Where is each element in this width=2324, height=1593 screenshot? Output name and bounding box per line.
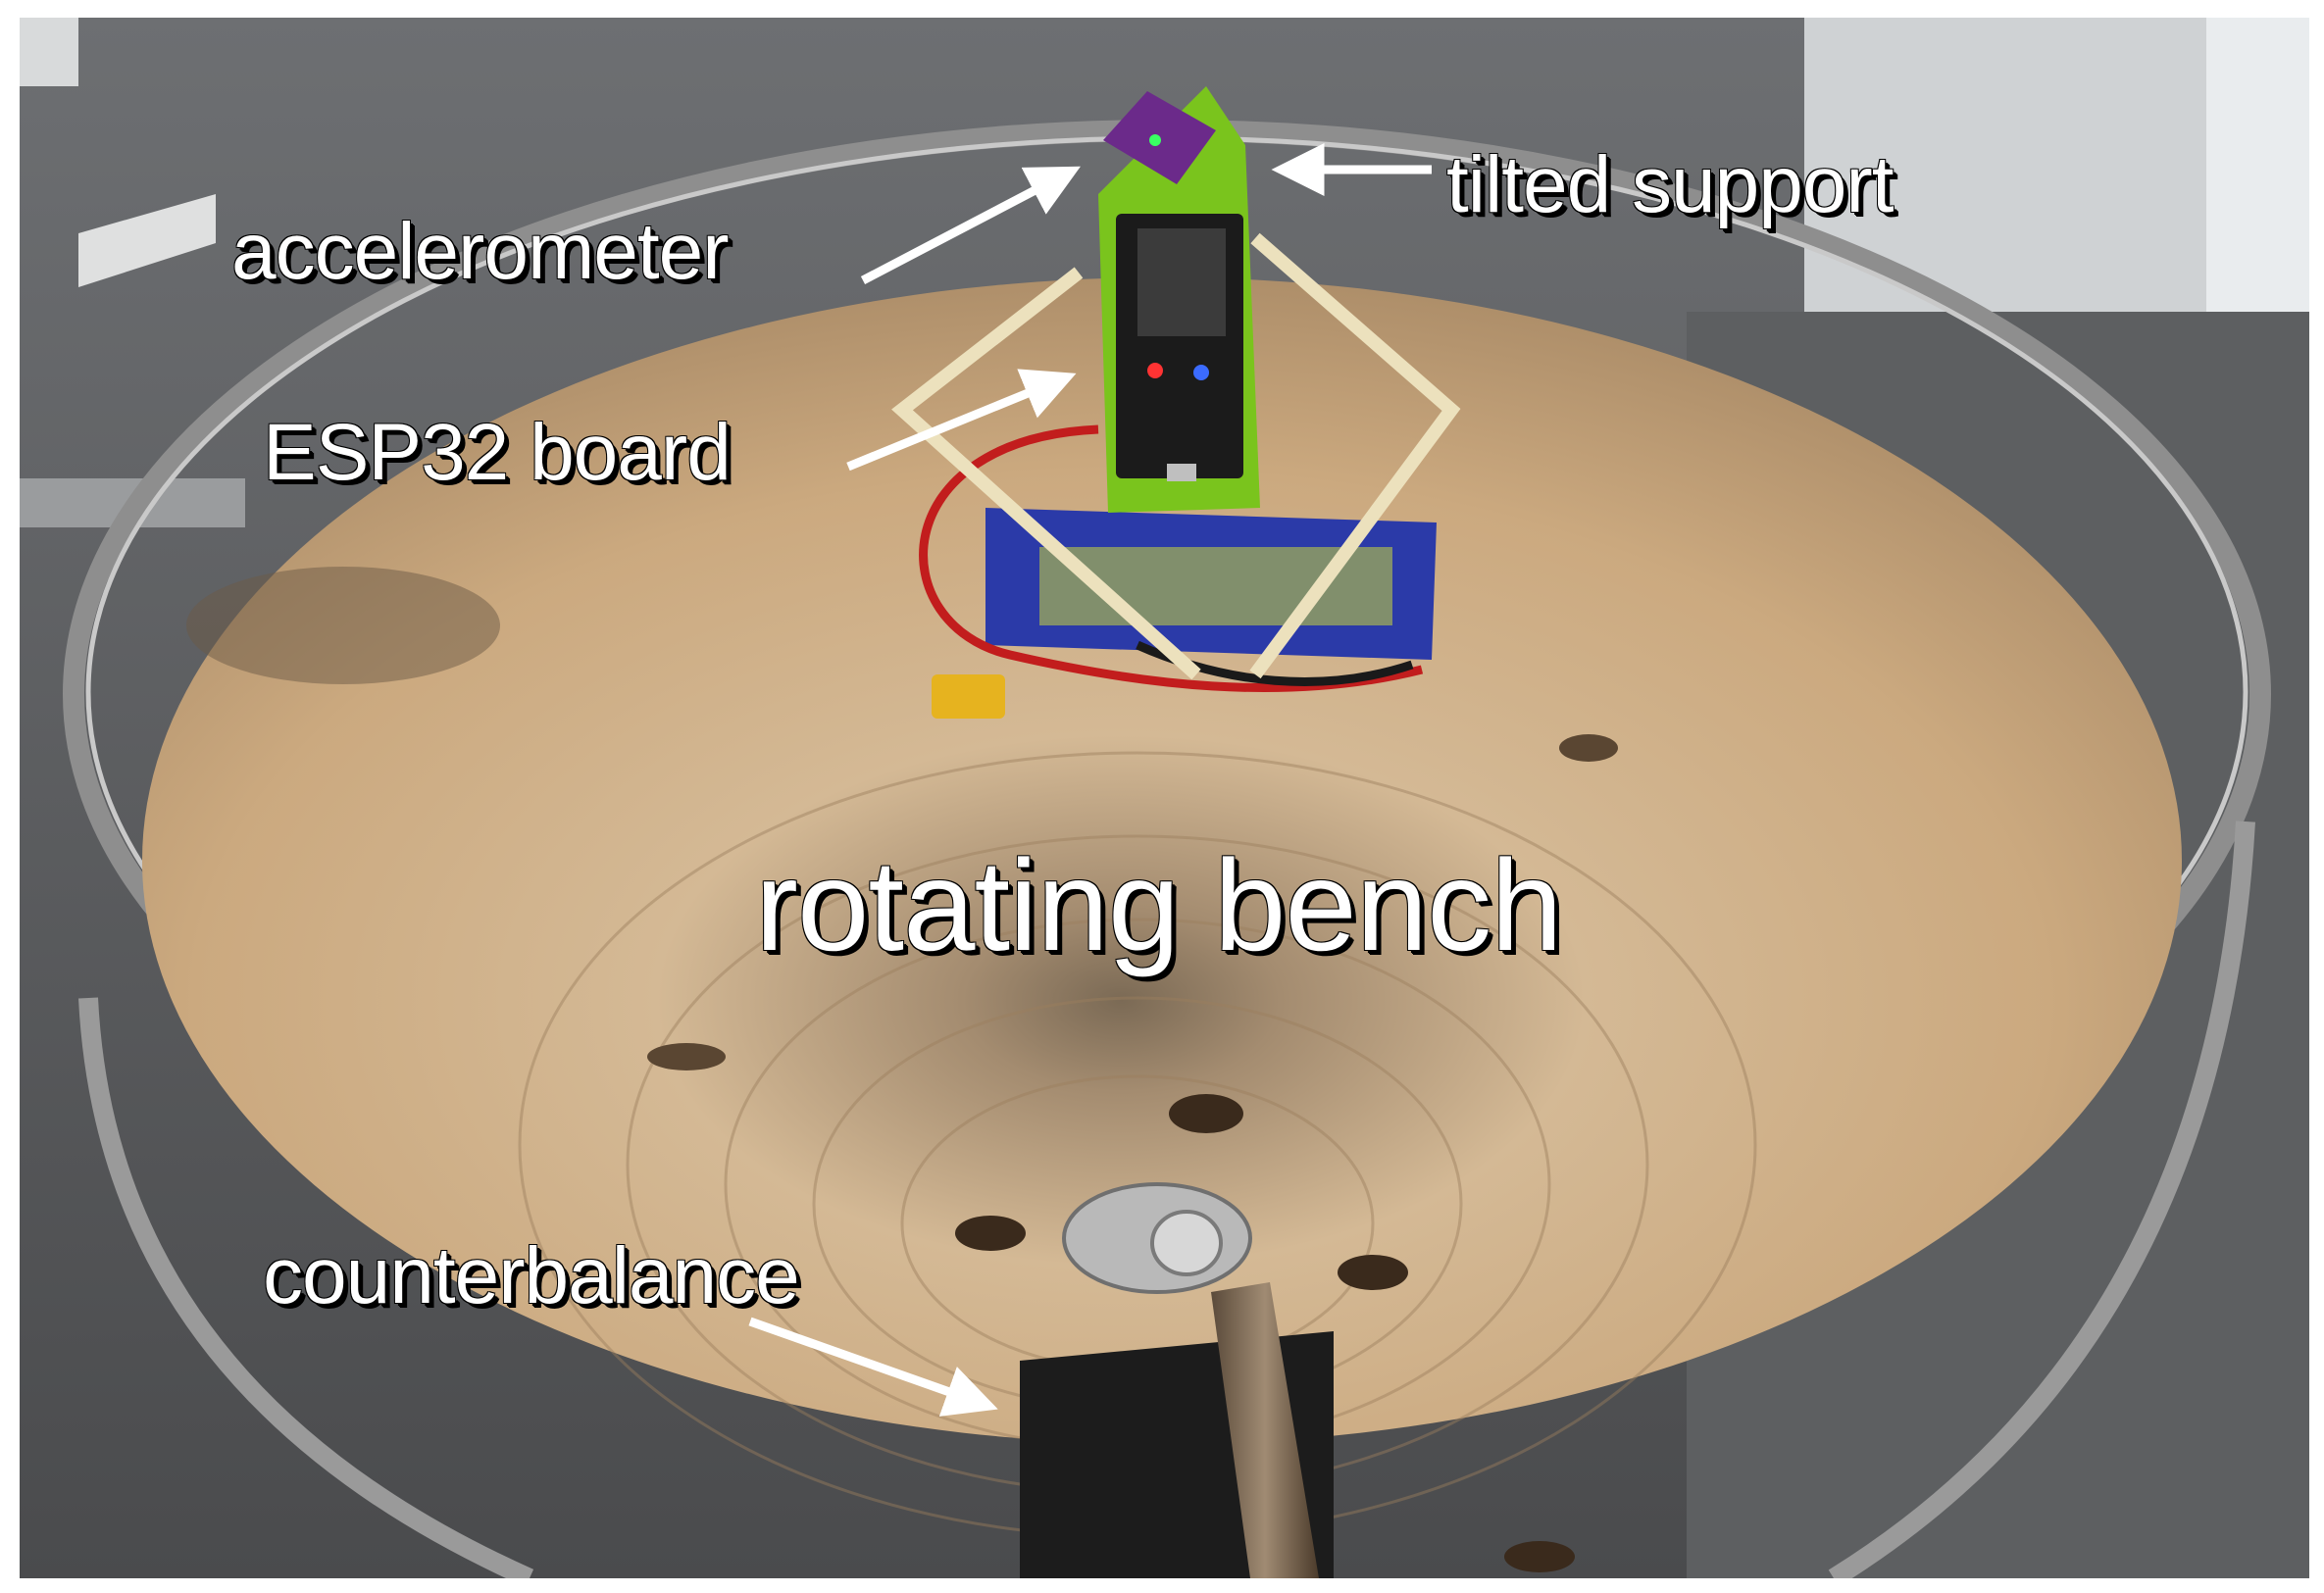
xt60-connector xyxy=(932,674,1005,719)
annotation-arrows xyxy=(748,143,1432,1417)
photograph xyxy=(20,18,2309,1578)
background-cabinet xyxy=(20,18,78,86)
label-counterbalance: counterbalance xyxy=(263,1231,800,1320)
photo-scene xyxy=(20,18,2309,1578)
disc-hole xyxy=(955,1216,1026,1251)
metal-rim-front xyxy=(78,997,534,1578)
usb-port xyxy=(1167,464,1196,481)
accelerometer-led xyxy=(1149,134,1161,146)
arrow-to-esp32-board xyxy=(846,369,1077,472)
wood-knot xyxy=(1559,734,1618,762)
wooden-bench-disc xyxy=(142,277,2182,1444)
central-hub-nut xyxy=(1150,1210,1223,1276)
label-rotating-bench: rotating bench xyxy=(755,833,1563,977)
red-wire xyxy=(919,424,1424,693)
background-shelf xyxy=(78,194,216,287)
label-accelerometer: accelerometer xyxy=(231,207,730,296)
rubber-band xyxy=(891,267,1201,680)
wood-dark-stain xyxy=(186,567,500,684)
esp32-module xyxy=(1137,228,1226,336)
arrow-to-counterbalance xyxy=(748,1317,998,1417)
rubber-band xyxy=(1249,232,1461,679)
led-blue xyxy=(1193,365,1209,380)
disc-hole xyxy=(1169,1094,1243,1133)
led-red xyxy=(1147,363,1163,378)
label-esp32-board: ESP32 board xyxy=(263,408,732,497)
label-tilted-support: tilted support xyxy=(1446,140,1894,229)
arrow-to-accelerometer xyxy=(860,166,1081,284)
disc-hole xyxy=(1504,1541,1575,1572)
metal-rim-front xyxy=(1828,821,2255,1578)
disc-hole xyxy=(1338,1255,1408,1290)
support-rod xyxy=(1211,1282,1319,1578)
wood-knot xyxy=(647,1043,726,1070)
